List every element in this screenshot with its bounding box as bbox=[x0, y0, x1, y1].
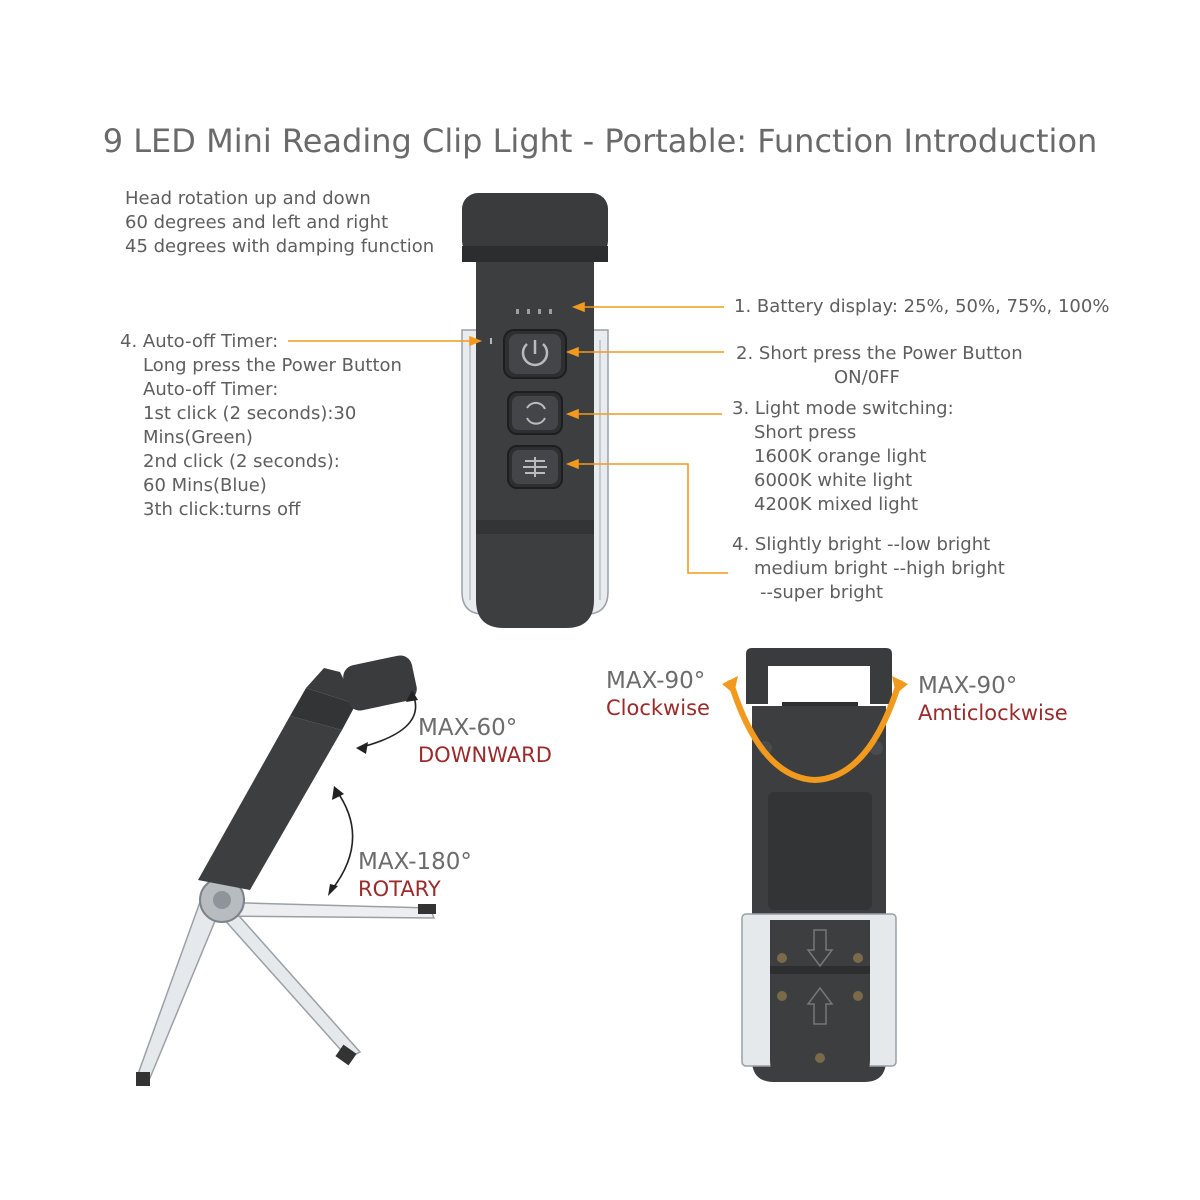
note-line: Auto-off Timer: bbox=[143, 379, 279, 400]
angle-direction: Amticlockwise bbox=[918, 701, 1068, 725]
note-line: 60 degrees and left and right bbox=[125, 212, 389, 233]
note-heading: 4. Auto-off Timer: bbox=[120, 331, 279, 352]
note-line: 2nd click (2 seconds): bbox=[143, 451, 340, 472]
note-line: 60 Mins(Blue) bbox=[143, 475, 267, 496]
note-line: medium bright --high bright bbox=[754, 558, 1005, 579]
angle-value: MAX-180° bbox=[358, 849, 472, 875]
mode-switch-icon bbox=[526, 401, 546, 425]
rotary-angle-label: MAX-180° ROTARY bbox=[358, 848, 472, 902]
note-line: 4200K mixed light bbox=[754, 494, 919, 515]
page-title: 9 LED Mini Reading Clip Light - Portable… bbox=[102, 122, 1098, 160]
note-line: ON/0FF bbox=[834, 367, 900, 388]
auto-off-timer-note: 4. Auto-off Timer: Long press the Power … bbox=[120, 330, 402, 522]
leader-lines bbox=[288, 301, 728, 574]
note-line: --super bright bbox=[760, 582, 884, 603]
note-line: Long press the Power Button bbox=[143, 355, 402, 376]
note-line: Short press bbox=[754, 422, 857, 443]
head-rotation-note: Head rotation up and down 60 degrees and… bbox=[125, 187, 434, 259]
angle-value: MAX-90° bbox=[606, 668, 706, 694]
angle-value: MAX-90° bbox=[918, 673, 1018, 699]
device-front bbox=[461, 193, 609, 628]
angle-direction: DOWNWARD bbox=[418, 743, 552, 767]
clockwise-angle-label: MAX-90° Clockwise bbox=[606, 667, 710, 721]
power-icon bbox=[521, 340, 549, 367]
brightness-icon bbox=[523, 457, 547, 477]
note-line: Head rotation up and down bbox=[125, 188, 371, 209]
note-heading: 4. Slightly bright --low bright bbox=[732, 534, 991, 555]
note-line: Mins(Green) bbox=[143, 427, 253, 448]
device-side-view bbox=[136, 655, 436, 1086]
anticlockwise-angle-label: MAX-90° Amticlockwise bbox=[918, 672, 1068, 726]
note-line: 1600K orange light bbox=[754, 446, 927, 467]
angle-direction: ROTARY bbox=[358, 877, 441, 901]
device-back-view bbox=[722, 648, 908, 1082]
power-button-note: 2. Short press the Power Button ON/0FF bbox=[736, 342, 1023, 390]
note-line: 3th click:turns off bbox=[143, 499, 301, 520]
angle-value: MAX-60° bbox=[418, 715, 518, 741]
brightness-note: 4. Slightly bright --low bright medium b… bbox=[732, 533, 1005, 605]
note-line: 2. Short press the Power Button bbox=[736, 343, 1023, 364]
note-heading: 3. Light mode switching: bbox=[732, 398, 954, 419]
light-mode-note: 3. Light mode switching: Short press 160… bbox=[732, 397, 954, 517]
downward-angle-label: MAX-60° DOWNWARD bbox=[418, 714, 552, 768]
note-line: 1st click (2 seconds):30 bbox=[143, 403, 357, 424]
angle-direction: Clockwise bbox=[606, 696, 710, 720]
note-line: 1. Battery display: 25%, 50%, 75%, 100% bbox=[734, 296, 1110, 317]
note-line: 45 degrees with damping function bbox=[125, 236, 435, 257]
note-line: 6000K white light bbox=[754, 470, 913, 491]
battery-display-note: 1. Battery display: 25%, 50%, 75%, 100% bbox=[734, 295, 1109, 319]
